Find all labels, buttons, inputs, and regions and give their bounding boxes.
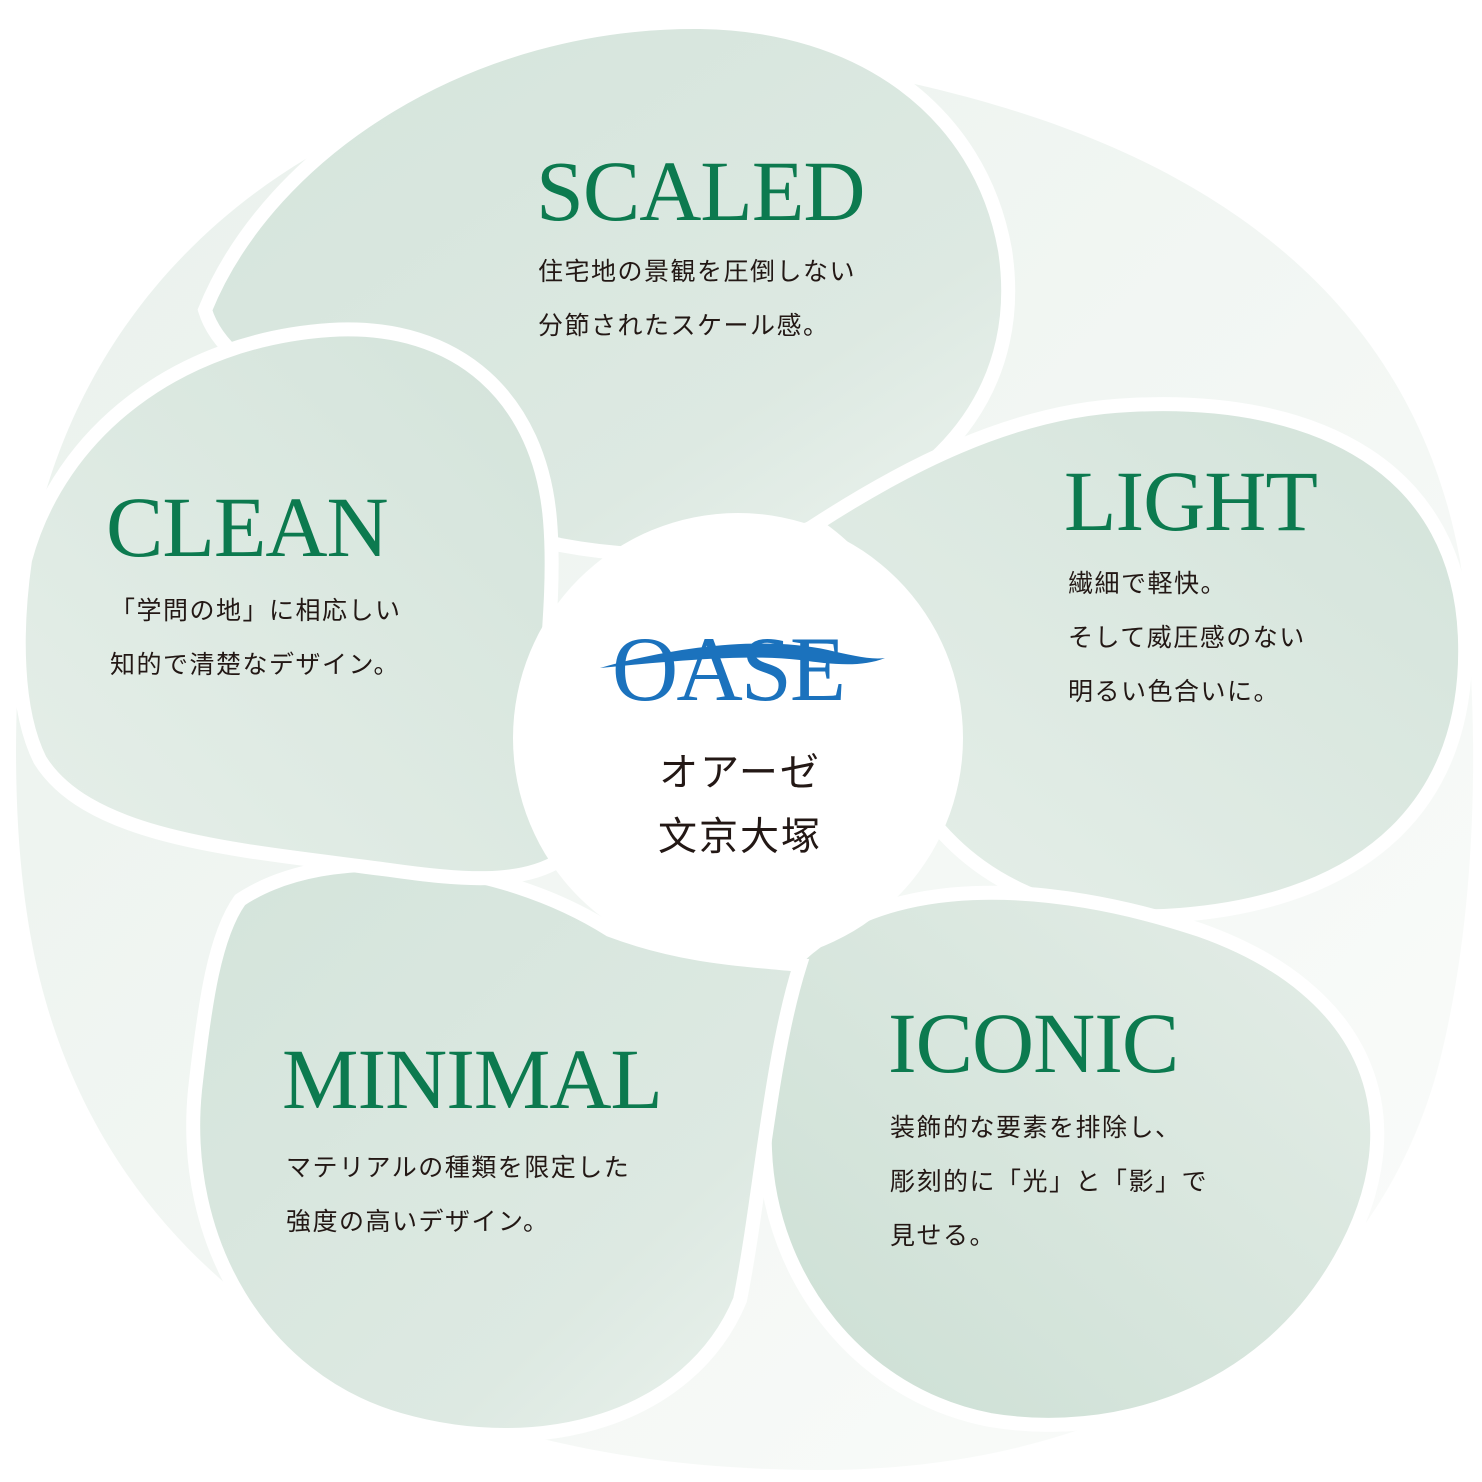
petal-scaled-description: 住宅地の景観を圧倒しない 分節されたスケール感。	[538, 245, 856, 353]
petal-scaled-title: SCALED	[536, 143, 865, 239]
petal-iconic-shape	[757, 885, 1385, 1432]
oase-logo-text: OASE	[612, 618, 844, 720]
petal-scaled-line-1: 住宅地の景観を圧倒しない	[538, 257, 857, 286]
petal-iconic-description: 装飾的な要素を排除し、 彫刻的に「光」と「影」で 見せる。	[890, 1101, 1208, 1263]
center-name-line-2: 文京大塚	[657, 815, 822, 860]
petal-light-line-2: そして威圧感のない	[1068, 623, 1306, 652]
petal-clean-title: CLEAN	[106, 479, 389, 575]
petal-light-line-3: 明るい色合いに。	[1068, 677, 1281, 706]
petal-minimal-title: MINIMAL	[282, 1031, 663, 1127]
petal-light-title: LIGHT	[1064, 453, 1318, 549]
petal-iconic-line-1: 装飾的な要素を排除し、	[890, 1113, 1182, 1142]
petal-iconic-line-2: 彫刻的に「光」と「影」で	[890, 1167, 1209, 1196]
petal-clean-description: 「学問の地」に相応しい 知的で清楚なデザイン。	[110, 584, 402, 692]
center-name-line-1: オアーゼ	[659, 751, 821, 796]
oase-logo-swoosh	[600, 643, 885, 668]
petal-minimal-line-2: 強度の高いデザイン。	[286, 1207, 550, 1236]
petal-iconic-line-3: 見せる。	[890, 1221, 997, 1250]
petal-minimal-description: マテリアルの種類を限定した 強度の高いデザイン。	[286, 1141, 630, 1249]
center-circle	[513, 513, 963, 963]
petal-minimal-line-1: マテリアルの種類を限定した	[286, 1153, 631, 1182]
oase-logo: OASE	[600, 618, 885, 720]
petal-clean-line-2: 知的で清楚なデザイン。	[110, 650, 401, 679]
petal-scaled-line-2: 分節されたスケール感。	[538, 311, 830, 340]
petal-light-description: 繊細で軽快。 そして威圧感のない 明るい色合いに。	[1068, 557, 1306, 719]
petal-clean-line-1: 「学問の地」に相応しい	[110, 596, 402, 625]
petal-light-line-1: 繊細で軽快。	[1068, 569, 1228, 598]
petal-minimal-shape	[186, 857, 810, 1442]
petal-iconic-title: ICONIC	[888, 995, 1179, 1091]
